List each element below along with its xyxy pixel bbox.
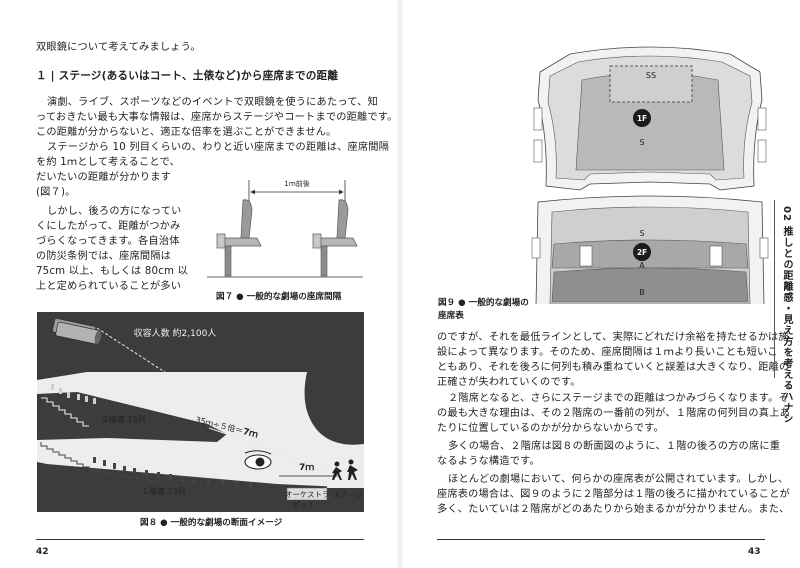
body-line: ステージから 10 列目くらいの、わりと近い座席までの距離は、座席間隔 <box>47 142 390 153</box>
body-line: の最も大きな理由は、その２階席の一番前の列が、１階席の何列目の真上あ <box>437 408 790 419</box>
body-line: 多くの場合、２階席は図８の断面図のように、１階の後ろの方の席に重 <box>448 441 781 452</box>
fig8-floor2-label: ２階席 15列 <box>101 414 146 424</box>
figure-8-cross-section: 収容人数 約2,100人 35ｍ÷５倍＝7ｍ 7ｍ ２階席 15列 １階席 23… <box>37 312 364 512</box>
body-line: ともあり、それを後ろに何列も積み重ねていくと誤差は大きくなり、距離の <box>437 362 790 373</box>
body-line: 多く、たいていは２階席がどのあたりから始まるかが分かりません。また、 <box>437 504 790 515</box>
fig9-s-upper-label: S <box>639 138 644 147</box>
figure-7-caption: 図７ ● 一般的な劇場の座席間隔 <box>216 292 342 302</box>
section-heading: １ | ステージ(あるいはコート、土俵など)から座席までの距離 <box>36 70 339 82</box>
body-line: っておきたい最も大事な情報は、座席からステージやコートまでの距離です。 <box>36 112 398 123</box>
performers-icon <box>332 459 358 480</box>
intro-line: 双眼鏡について考えてみましょう。 <box>36 42 201 53</box>
body-line: だいたいの距離が分かります <box>36 172 172 183</box>
page-number-left: 42 <box>36 547 49 557</box>
figure-9-caption-line2: 座席表 <box>438 311 464 321</box>
body-line: この距離が分からないと、適正な倍率を選ぶことができません。 <box>36 127 337 138</box>
body-line: なるような構造です。 <box>437 456 540 467</box>
fig8-pit-label: ピット <box>293 500 315 509</box>
body-line: (図７)。 <box>36 187 76 198</box>
body-line: 設によって異なります。そのため、座席間隔は１ｍより長いことも短いこ <box>437 347 778 358</box>
chapter-side-title: 02 推しとの距離感・見え方を考えるハナシ <box>781 206 792 425</box>
figure-7-seat-spacing: 1ｍ前後 <box>207 179 363 278</box>
book-gutter <box>398 0 402 568</box>
fig9-2f-badge: 2F <box>637 248 647 257</box>
eye-icon <box>244 450 272 470</box>
body-line: ほとんどの劇場において、何らかの座席表が公開されています。しかし、 <box>448 474 789 485</box>
body-line: のですが、それを最低ラインとして、実際にどれだけ余裕を持たせるかは施 <box>437 332 789 343</box>
fig9-b-label: B <box>639 288 645 297</box>
fig8-floor1-label: １階席 23列 <box>141 486 186 496</box>
body-line: くにしたがって、距離がつかみ <box>36 221 181 232</box>
body-line: たりに位置しているのかが分からないからです。 <box>437 423 664 434</box>
body-line: の防災条例では、座席間隔は <box>36 251 172 262</box>
fig9-1f-badge: 1F <box>637 114 647 123</box>
page-number-right: 43 <box>748 547 761 557</box>
body-line: 75cm 以上、もしくは 80cm 以 <box>36 266 188 277</box>
fig8-stage-label: ステージ <box>333 490 362 499</box>
fig8-distance: 7ｍ <box>299 463 314 473</box>
footer-rule <box>36 539 364 540</box>
body-line: 上と定められていることが多い <box>36 281 182 292</box>
chapter-side-bar <box>774 200 775 378</box>
body-line: 座席表の場合は、図９のように２階部分は１階の後ろに描かれていることが <box>437 489 790 500</box>
body-line: づらくなってきます。各自治体 <box>36 236 180 247</box>
fig9-s-lower-label: S <box>639 229 644 238</box>
figure-9-caption-line1: 図９ ● 一般的な劇場の <box>438 298 529 308</box>
fig7-distance-label: 1ｍ前後 <box>284 179 309 188</box>
footer-rule <box>437 539 765 540</box>
body-line: ２階席となると、さらにステージまでの距離はつかみづらくなります。そ <box>448 393 789 404</box>
body-line: しかし、後ろの方になってい <box>47 206 182 217</box>
body-line: 演劇、ライブ、スポーツなどのイベントで双眼鏡を使うにあたって、知 <box>47 97 378 108</box>
fig8-capacity: 収容人数 約2,100人 <box>134 327 217 339</box>
theater-seat-icon <box>216 199 262 277</box>
figure-8-caption: 図８ ● 一般的な劇場の断面イメージ <box>140 518 283 528</box>
binoculars-icon <box>52 318 102 345</box>
body-line: 正確さが失われていくのです。 <box>437 377 581 388</box>
figure-9-seating-chart: SS 1F S S 2F A B <box>531 46 769 304</box>
fig8-orchestra-label: オーケストラ <box>285 490 329 499</box>
theater-seat-icon <box>312 199 358 277</box>
body-line: を約 1ｍとして考えることで、 <box>36 157 180 168</box>
fig9-ss-label: SS <box>646 71 656 80</box>
fig9-a-label: A <box>639 261 645 270</box>
